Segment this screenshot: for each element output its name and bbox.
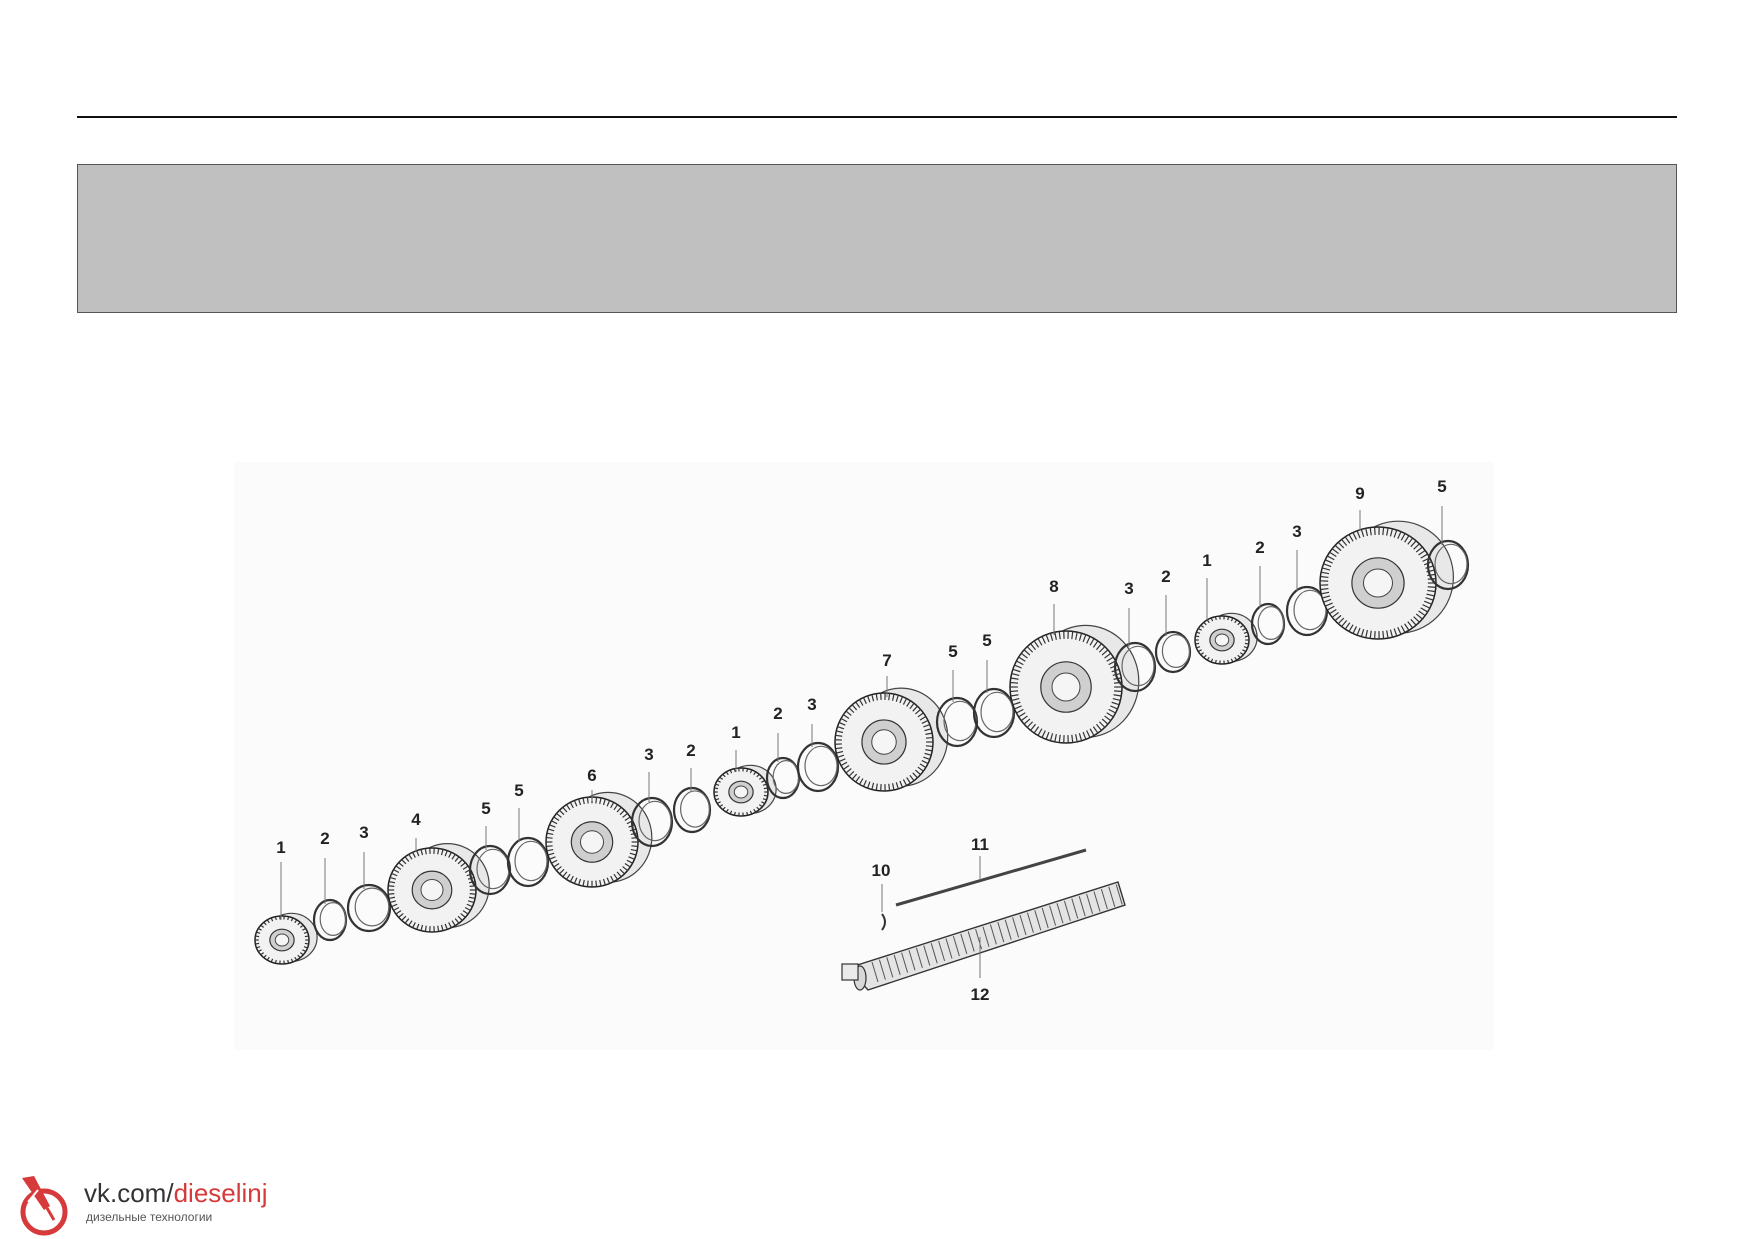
callout-5: 5 bbox=[514, 781, 523, 800]
part-3-ring: 3 bbox=[1113, 579, 1157, 693]
callout-11: 11 bbox=[971, 835, 989, 854]
part-3-ring: 3 bbox=[796, 695, 840, 793]
part-1-gear: 1 bbox=[1194, 551, 1258, 665]
part-5-ring: 5 bbox=[972, 631, 1016, 739]
part-8-gear: 8 bbox=[1009, 577, 1140, 744]
part-2-ring: 2 bbox=[1154, 567, 1192, 674]
callout-10: 10 bbox=[872, 861, 891, 880]
callout-2: 2 bbox=[773, 704, 782, 723]
part-7-gear: 7 bbox=[834, 651, 949, 792]
callout-5: 5 bbox=[982, 631, 991, 650]
callout-3: 3 bbox=[807, 695, 816, 714]
callout-2: 2 bbox=[1255, 538, 1264, 557]
part-2-ring: 2 bbox=[672, 741, 712, 834]
callout-8: 8 bbox=[1049, 577, 1058, 596]
callout-3: 3 bbox=[359, 823, 368, 842]
callout-3: 3 bbox=[644, 745, 653, 764]
callout-2: 2 bbox=[686, 741, 695, 760]
watermark: vk.com/dieselinj дизельные технологии bbox=[14, 1172, 314, 1236]
callout-4: 4 bbox=[411, 810, 421, 829]
watermark-subtitle: дизельные технологии bbox=[86, 1210, 213, 1224]
part-5-ring: 5 bbox=[506, 781, 550, 888]
part-11-rod: 11 bbox=[895, 835, 1087, 907]
part-2-ring: 2 bbox=[312, 829, 348, 942]
callout-3: 3 bbox=[1292, 522, 1301, 541]
callout-2: 2 bbox=[320, 829, 329, 848]
part-10-clip: 10 bbox=[872, 861, 891, 931]
callout-5: 5 bbox=[948, 642, 957, 661]
part-3-ring: 3 bbox=[630, 745, 674, 848]
part-3-ring: 3 bbox=[346, 823, 392, 933]
part-1-gear: 1 bbox=[713, 723, 777, 817]
callout-1: 1 bbox=[276, 838, 285, 857]
callout-7: 7 bbox=[882, 651, 891, 670]
callout-1: 1 bbox=[1202, 551, 1211, 570]
callout-5: 5 bbox=[481, 799, 490, 818]
header-rule bbox=[77, 116, 1677, 118]
callout-6: 6 bbox=[587, 766, 596, 785]
callout-3: 3 bbox=[1124, 579, 1133, 598]
callout-9: 9 bbox=[1355, 484, 1364, 503]
callout-2: 2 bbox=[1161, 567, 1170, 586]
part-2-ring: 2 bbox=[1250, 538, 1286, 646]
callout-5: 5 bbox=[1437, 477, 1446, 496]
watermark-url-accent: dieselinj bbox=[173, 1178, 268, 1208]
watermark-url-prefix: vk.com/ bbox=[84, 1178, 174, 1208]
callout-1: 1 bbox=[731, 723, 740, 742]
part-4-gear: 4 bbox=[387, 810, 490, 933]
part-12-shaft: 12 bbox=[841, 881, 1126, 1004]
part-1-gear: 1 bbox=[254, 838, 318, 965]
injector-logo-icon bbox=[20, 1176, 68, 1236]
part-6-gear: 6 bbox=[545, 766, 653, 888]
part-5-ring: 5 bbox=[1426, 477, 1470, 591]
callout-12: 12 bbox=[971, 985, 990, 1004]
watermark-url: vk.com/dieselinj bbox=[84, 1178, 268, 1209]
header-box bbox=[77, 164, 1677, 313]
part-9-gear: 9 bbox=[1319, 484, 1455, 640]
